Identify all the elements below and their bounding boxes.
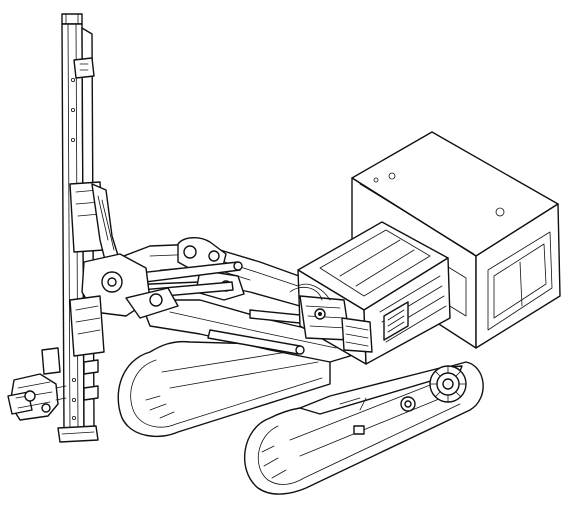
- valve-block: [289, 283, 373, 353]
- track-sprocket: [400, 365, 467, 412]
- rear-crawler-track: [117, 340, 331, 438]
- drill-head-gripper: [7, 347, 67, 421]
- boom-head: [69, 253, 179, 357]
- front-crawler-track: [244, 361, 484, 495]
- mast-carriage: [69, 181, 121, 265]
